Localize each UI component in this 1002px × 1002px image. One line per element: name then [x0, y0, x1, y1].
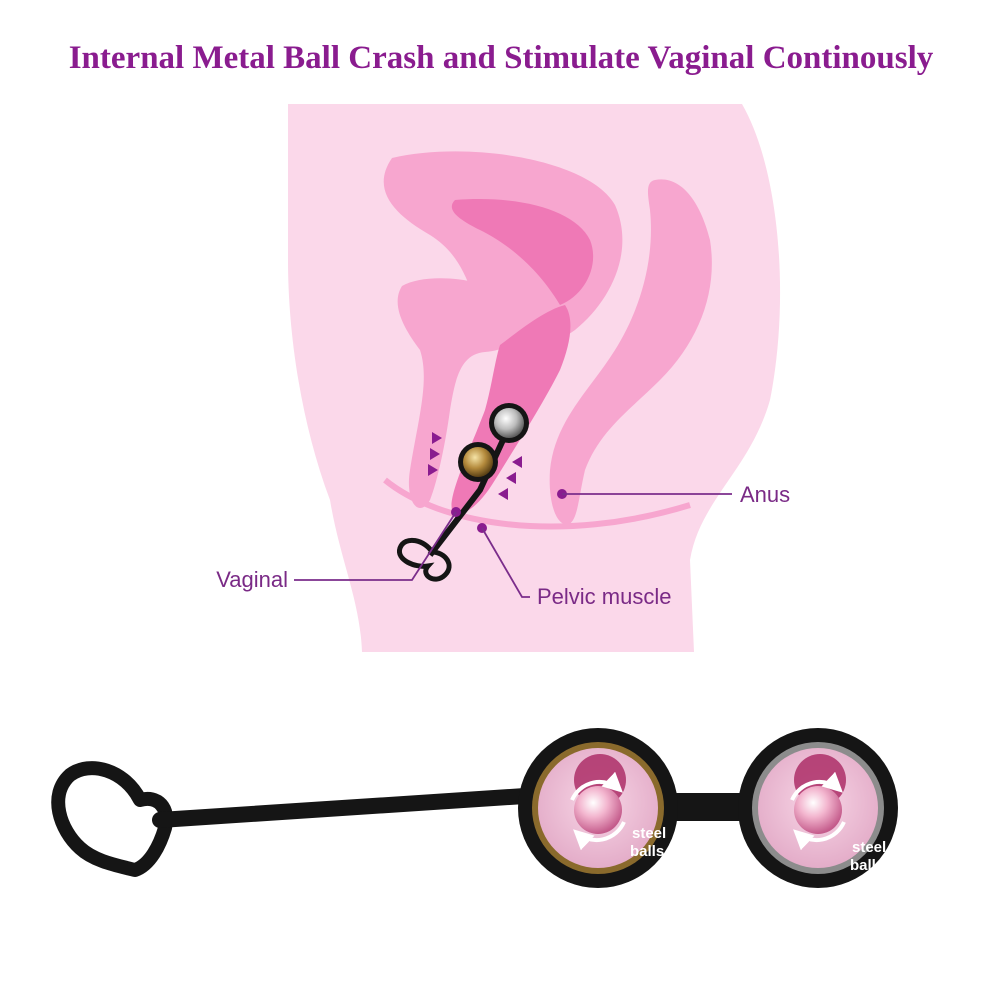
right-rotation-icon: [790, 771, 843, 801]
page-title: Internal Metal Ball Crash and Stimulate …: [69, 40, 934, 76]
vaginal-callout: Vaginal: [216, 507, 461, 592]
uterus-inner: [451, 199, 594, 305]
pelvic-floor-line: [383, 477, 691, 530]
heart-loop-handle: [51, 761, 174, 877]
left-steel-ball: [574, 786, 622, 834]
mini-silver-ball: [494, 408, 524, 438]
product-illustration: steel balls steel balls: [51, 728, 898, 888]
pelvic-muscle-label: Pelvic muscle: [537, 584, 671, 609]
left-rotation-icon: [570, 771, 623, 801]
vaginal-label: Vaginal: [216, 567, 288, 592]
mini-gold-ball: [463, 447, 493, 477]
rectum-shape: [549, 179, 712, 526]
retrieval-cord: [152, 787, 548, 828]
bladder-shape: [397, 278, 524, 509]
anus-label: Anus: [740, 482, 790, 507]
inserted-device: [397, 403, 529, 582]
right-ball-label-line1: steel: [852, 839, 886, 856]
anus-callout: Anus: [557, 482, 790, 507]
left-ball-label-line1: steel: [632, 825, 666, 842]
mini-heart-loop: [397, 537, 452, 582]
left-ball-label-line2: balls: [630, 843, 664, 860]
pelvic-muscle-callout: Pelvic muscle: [477, 523, 671, 609]
right-ball-label-line2: balls: [850, 857, 884, 874]
squeeze-arrows: [428, 432, 522, 500]
right-steel-ball: [794, 786, 842, 834]
